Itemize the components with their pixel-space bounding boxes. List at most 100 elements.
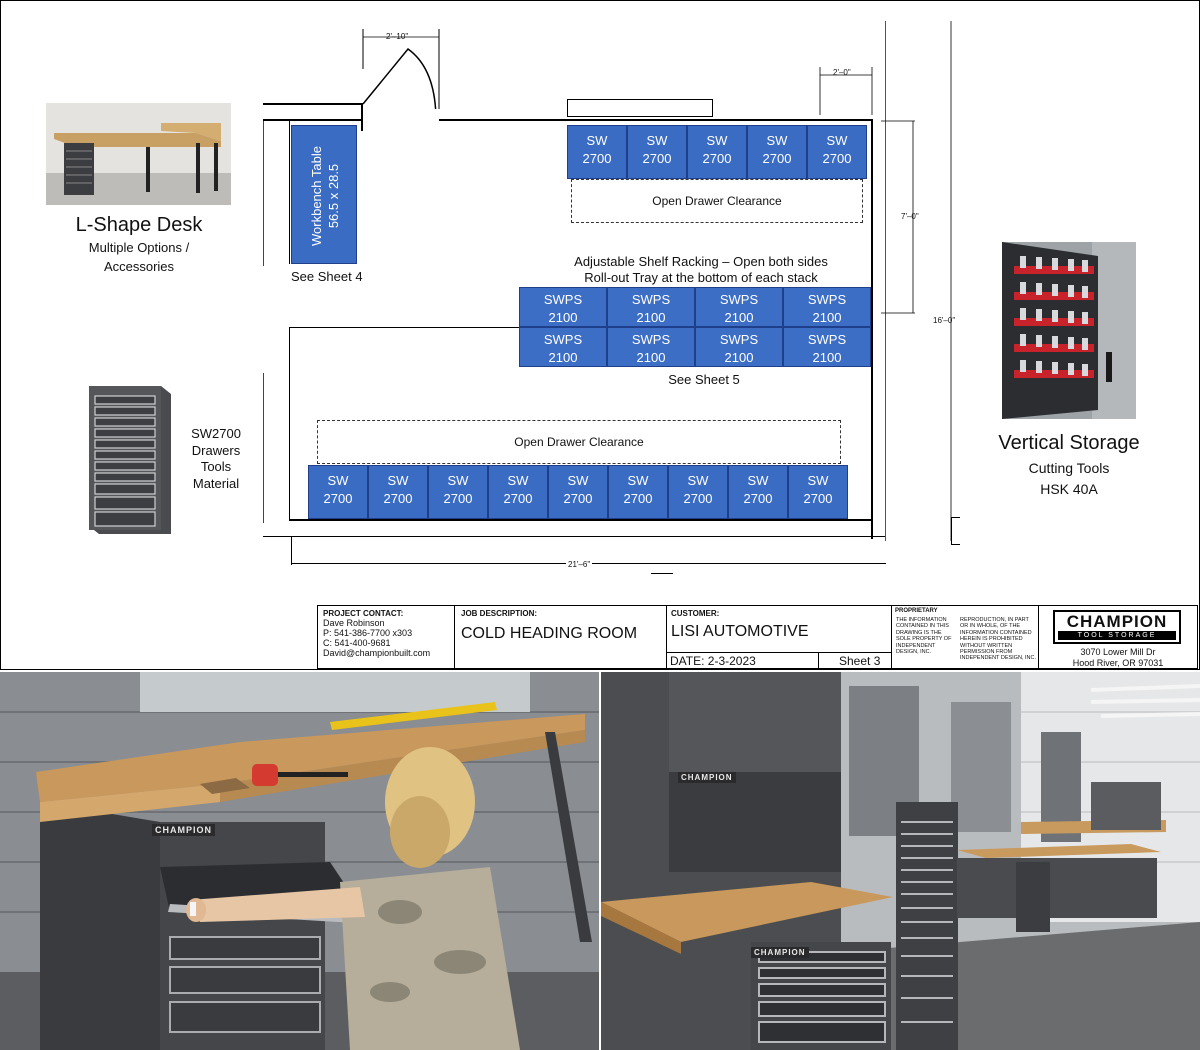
wall-top: [439, 119, 871, 121]
customer-heading: CUSTOMER:: [671, 609, 720, 618]
vertical-storage-illustration: [1002, 242, 1136, 419]
racking-label-line2: Roll-out Tray at the bottom of each stac…: [584, 270, 818, 285]
wall-right: [871, 119, 873, 539]
title-block-company: CHAMPION TOOL STORAGE 3070 Lower Mill Dr…: [1038, 605, 1198, 669]
sheet-number: Sheet 3: [839, 654, 881, 668]
customer-name: LISI AUTOMOTIVE: [671, 623, 809, 640]
sw2700-label-4: Material: [192, 476, 240, 491]
drawing-date: DATE: 2-3-2023: [670, 654, 756, 668]
dim-width: 21'–6": [566, 560, 593, 569]
wall-left-lower: [289, 327, 290, 521]
dim-height: 16'–0": [933, 316, 956, 325]
see-sheet4-label: See Sheet 4: [291, 269, 363, 284]
workbench-photo-illustration: [0, 672, 599, 1050]
title-block-date-row: DATE: 2-3-2023 Sheet 3: [666, 652, 892, 669]
open-drawer-clearance-bottom: Open Drawer Clearance: [317, 420, 841, 464]
dim-bracket: [951, 517, 960, 545]
proprietary-heading: PROPRIETARY: [895, 608, 938, 614]
workbench-photo: CHAMPION: [0, 672, 599, 1050]
storage-room-photo: CHAMPION CHAMPION: [601, 672, 1200, 1050]
date-sheet-divider: [818, 653, 819, 669]
champion-logo: CHAMPION TOOL STORAGE: [1053, 610, 1181, 644]
workbench-table: Workbench Table 56.5 x 28.5: [291, 125, 357, 264]
lshape-desk-illustration: [46, 103, 231, 205]
contact-email: David@championbuilt.com: [323, 648, 431, 658]
wall-bottom: [289, 519, 873, 521]
vertical-storage-title: Vertical Storage: [998, 432, 1140, 454]
wall-left-outer: [263, 121, 264, 266]
wall-jog: [361, 103, 363, 131]
photo-logo-right-2: CHAMPION: [751, 947, 809, 958]
champion-logo-subtext: TOOL STORAGE: [1058, 631, 1176, 640]
wall-left-upper: [289, 119, 290, 264]
photo-logo-right-1: CHAMPION: [678, 772, 736, 783]
sw2700-label-3: Tools: [200, 459, 232, 474]
storage-room-photo-illustration: [601, 672, 1200, 1050]
title-block-proprietary: PROPRIETARY THE INFORMATION CONTAINED IN…: [891, 605, 1039, 669]
title-block-contact: PROJECT CONTACT: Dave Robinson P: 541-38…: [317, 605, 455, 669]
dim-right-top-lines: [819, 67, 873, 115]
wall-bottom-outer: [263, 536, 885, 537]
lshape-desk-image: [46, 103, 231, 205]
contact-name: Dave Robinson: [323, 618, 385, 628]
wall-left-ledge: [289, 327, 519, 328]
proprietary-text-2: REPRODUCTION, IN PART OR IN WHOLE, OF TH…: [960, 617, 1036, 662]
photo-logo-left: CHAMPION: [152, 824, 215, 836]
dim-door: 2'–10": [386, 32, 409, 41]
contact-cell: C: 541-400-9681: [323, 638, 391, 648]
dim-height-lines: [950, 21, 952, 541]
lshape-subtitle-2: Accessories: [103, 259, 175, 274]
dim-right-top: 2'–0": [833, 68, 851, 77]
company-address-2: Hood River, OR 97031: [1072, 658, 1164, 668]
dim-right-mid: 7'–0": [901, 212, 919, 221]
lshape-subtitle-1: Multiple Options /: [88, 240, 190, 255]
door-swing-arc: [362, 29, 440, 109]
proprietary-text-1: THE INFORMATION CONTAINED IN THIS DRAWIN…: [896, 617, 952, 656]
workbench-label-line2: 56.5 x 28.5: [326, 163, 341, 229]
vertical-storage-image: [1002, 242, 1136, 419]
vertical-storage-subtitle-2: HSK 40A: [1040, 481, 1098, 497]
champion-logo-text: CHAMPION: [1066, 612, 1168, 631]
dim-width-mark: [651, 573, 673, 574]
sw2700-cabinet-image: [89, 386, 171, 534]
title-block-job: JOB DESCRIPTION: COLD HEADING ROOM: [454, 605, 667, 669]
window-frame: [567, 99, 713, 117]
vertical-storage-subtitle-1: Cutting Tools: [1028, 460, 1110, 476]
wall-left-outer2: [263, 373, 264, 523]
dim-width-tick-left: [291, 537, 292, 565]
job-description: COLD HEADING ROOM: [461, 625, 638, 642]
racking-label-line1: Adjustable Shelf Racking – Open both sid…: [574, 254, 828, 269]
wall-top-inner: [263, 119, 361, 121]
see-sheet5-label: See Sheet 5: [668, 372, 740, 387]
job-heading: JOB DESCRIPTION:: [461, 609, 538, 618]
dim-right-mid-lines: [881, 120, 915, 314]
contact-heading: PROJECT CONTACT:: [323, 609, 404, 618]
sw2700-label-1: SW2700: [191, 426, 241, 441]
contact-phone: P: 541-386-7700 x303: [323, 628, 413, 638]
company-address-1: 3070 Lower Mill Dr: [1080, 647, 1156, 657]
workbench-label: Workbench Table 56.5 x 28.5: [308, 140, 344, 252]
workbench-label-line1: Workbench Table: [309, 146, 324, 246]
wall-right-outer: [885, 21, 886, 541]
